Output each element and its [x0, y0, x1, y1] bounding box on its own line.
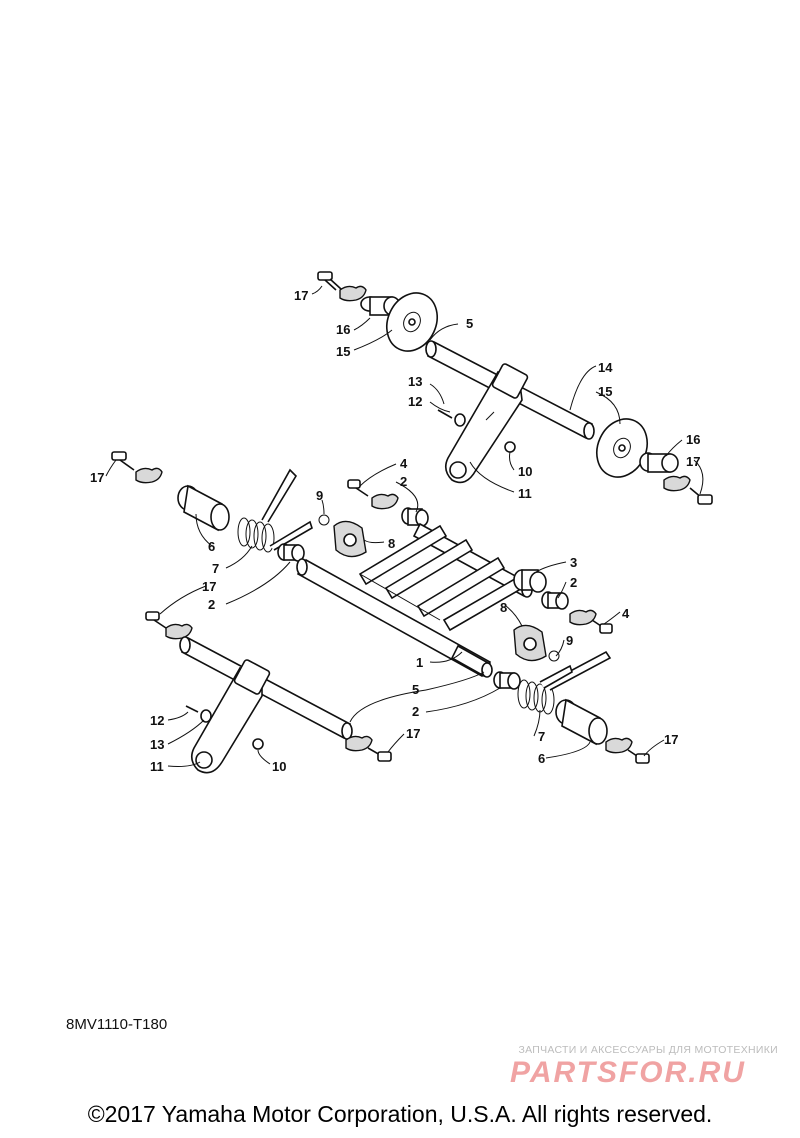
spring-7-right: [517, 650, 612, 715]
bolt-17-top: [317, 271, 342, 291]
callout-label: 2: [570, 575, 577, 590]
callout-label: 15: [336, 344, 350, 359]
callout-label: 13: [408, 374, 422, 389]
callout-label: 4: [622, 606, 630, 621]
bushing-16-right: [639, 452, 679, 473]
callout-label: 3: [570, 555, 577, 570]
watermark: ЗАПЧАСТИ И АКСЕССУАРЫ ДЛЯ МОТОТЕХНИКИ PA…: [478, 1044, 778, 1090]
callout-label: 8: [500, 600, 507, 615]
idler-wheel-15-top: [386, 292, 438, 352]
callout-label: 11: [518, 486, 532, 501]
spring-7-left: [237, 468, 313, 553]
cap-washer-bottom-right: [605, 737, 633, 754]
callout-label: 17: [686, 454, 700, 469]
bolt-17-lower-left: [145, 611, 167, 629]
cross-shaft-1: [296, 522, 533, 678]
nut-10-lower: [252, 738, 264, 750]
callout-label: 17: [294, 288, 308, 303]
copyright-notice: ©2017 Yamaha Motor Corporation, U.S.A. A…: [87, 1101, 713, 1127]
sleeve-6-right: [555, 698, 608, 746]
callout-label: 10: [272, 759, 286, 774]
callout-label: 12: [150, 713, 164, 728]
idler-wheel-15-right: [596, 418, 648, 478]
bushing-2-left: [277, 543, 305, 562]
cap-washer-lower-left: [165, 623, 193, 640]
slide-block-8-top: [333, 520, 367, 558]
callout-label: 6: [538, 751, 545, 766]
bushing-2-right: [541, 591, 569, 610]
callout-label: 8: [388, 536, 395, 551]
arm-11-lower: [190, 659, 271, 774]
lower-arm-assembly: [145, 611, 392, 774]
callout-label: 13: [150, 737, 164, 752]
bolt-4-right: [591, 619, 613, 634]
center-assembly: [111, 451, 650, 764]
bushing-2-top: [401, 507, 429, 527]
callout-labels: 17 16 15 5 14 15 13 12 10 11 16 17 4 2 9…: [90, 288, 700, 774]
callout-label: 17: [664, 732, 678, 747]
callout-label: 2: [400, 474, 407, 489]
cap-washer-center-right: [569, 609, 597, 626]
callout-label: 16: [686, 432, 700, 447]
callout-label: 17: [406, 726, 420, 741]
slide-block-8-right: [513, 624, 547, 662]
cap-washer-left: [135, 467, 163, 484]
callout-label: 5: [466, 316, 473, 331]
callout-label: 6: [208, 539, 215, 554]
cap-washer-top: [339, 285, 367, 302]
bushing-2-bottom: [493, 671, 521, 690]
bolt-4-top: [347, 479, 369, 497]
callout-label: 10: [518, 464, 532, 479]
callout-label: 17: [202, 579, 216, 594]
shaft-5-lower: [179, 636, 353, 740]
callout-label: 4: [400, 456, 408, 471]
callout-label: 12: [408, 394, 422, 409]
watermark-tagline: ЗАПЧАСТИ И АКСЕССУАРЫ ДЛЯ МОТОТЕХНИКИ: [518, 1044, 778, 1056]
screw-12-top: [437, 409, 466, 427]
callout-label: 1: [416, 655, 423, 670]
sleeve-6-left: [177, 484, 230, 532]
callout-label: 17: [90, 470, 104, 485]
callout-label: 2: [412, 704, 419, 719]
circlip-9-right: [548, 650, 560, 662]
cap-washer-lower-center: [345, 735, 373, 752]
callout-label: 11: [150, 759, 164, 774]
leader-lines: [105, 285, 704, 767]
callout-label: 9: [316, 488, 323, 503]
callout-label: 5: [412, 682, 419, 697]
bolt-17-lower-center: [367, 747, 392, 762]
callout-label: 9: [566, 633, 573, 648]
upper-arm-assembly: [317, 271, 713, 505]
bushing-3-right: [513, 569, 547, 593]
callout-label: 2: [208, 597, 215, 612]
callout-label: 16: [336, 322, 350, 337]
callout-label: 14: [598, 360, 613, 375]
screw-12-lower: [185, 705, 212, 723]
cap-washer-center-top: [371, 493, 399, 510]
callout-label: 7: [212, 561, 219, 576]
bolt-17-right-top: [689, 487, 713, 505]
watermark-logo: PARTSFOR.RU: [510, 1056, 746, 1089]
callout-label: 7: [538, 729, 545, 744]
bolt-17-left: [111, 451, 135, 471]
nut-10-top: [504, 441, 516, 453]
callout-label: 15: [598, 384, 612, 399]
drawing-code: 8MV1110-T180: [66, 1016, 168, 1033]
bolt-17-bottom-right: [627, 749, 650, 764]
circlip-9-top: [318, 514, 330, 526]
shaft-5-center: [450, 644, 493, 678]
cap-washer-right: [663, 475, 691, 492]
